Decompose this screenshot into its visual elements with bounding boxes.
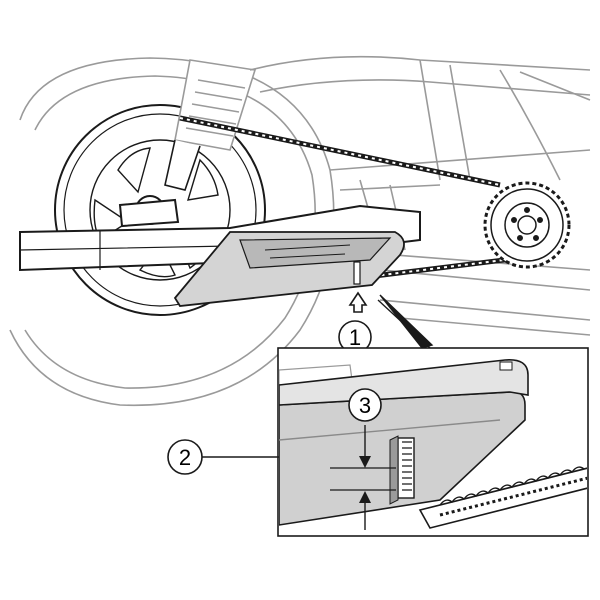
inset-leader bbox=[377, 294, 434, 349]
lower-belt-guard bbox=[173, 231, 405, 307]
callout-2-label: 2 bbox=[179, 445, 191, 470]
callout-1: 1 bbox=[338, 320, 372, 354]
callout-2: 2 bbox=[167, 439, 279, 475]
callout-3-label: 3 bbox=[359, 393, 371, 418]
callout-3: 3 bbox=[348, 388, 382, 422]
swingarm bbox=[19, 198, 421, 272]
detail-inset bbox=[277, 347, 589, 537]
inspection-arrow bbox=[348, 291, 368, 313]
front-sprocket bbox=[483, 181, 571, 269]
callout-1-label: 1 bbox=[349, 325, 361, 350]
